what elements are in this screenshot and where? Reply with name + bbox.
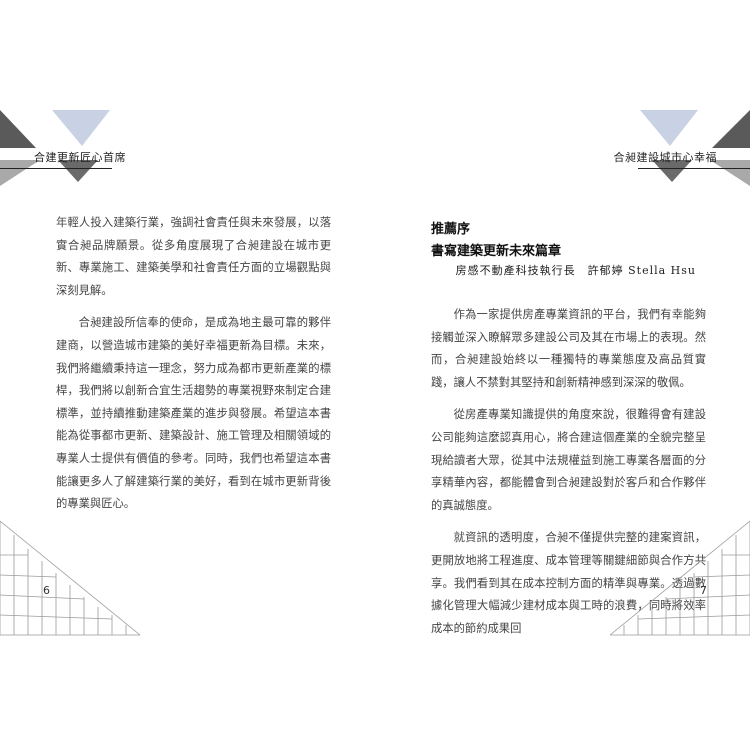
right-body-text: 作為一家提供房產專業資訊的平台，我們有幸能夠接觸並深入瞭解眾多建設公司及其在市場… <box>431 304 706 650</box>
paragraph: 年輕人投入建築行業，強調社會責任與未來發展，以落實合昶品牌願景。從多角度展現了合… <box>56 216 331 297</box>
perspective-grid-decoration <box>0 520 141 636</box>
header-rule <box>0 168 112 169</box>
chapter-label: 合建更新匠心首席 <box>34 151 126 164</box>
paragraph: 從房產專業知識提供的角度來說，很難得會有建設公司能夠這麼認真用心，將合建這個產業… <box>431 408 706 512</box>
corner-triangles-decoration <box>0 110 110 186</box>
section-label: 推薦序 <box>431 222 471 237</box>
page-number: 7 <box>700 584 707 597</box>
left-body-text: 年輕人投入建築行業，強調社會責任與未來發展，以落實合昶品牌願景。從多角度展現了合… <box>56 212 331 526</box>
paragraph: 就資訊的透明度，合昶不僅提供完整的建案資訊，更開放地將工程進度、成本管理等關鍵細… <box>431 531 706 635</box>
left-page: 合建更新匠心首席 年輕人投入建築行業，強調社會責任與未來發展，以落實合昶品牌願景… <box>0 110 331 636</box>
paragraph: 作為一家提供房產專業資訊的平台，我們有幸能夠接觸並深入瞭解眾多建設公司及其在市場… <box>431 308 706 389</box>
chapter-label: 合昶建設城市心幸福 <box>613 151 717 164</box>
header-rule <box>638 168 750 169</box>
corner-triangles-decoration <box>640 110 750 186</box>
page-number: 6 <box>43 584 50 597</box>
byline: 房感不動產科技執行長 許郁婷 Stella Hsu <box>455 264 696 277</box>
right-page: 合昶建設城市心幸福 推薦序 書寫建築更新未來篇章 房感不動產科技執行長 許郁婷 … <box>375 0 750 750</box>
perspective-grid-decoration <box>609 520 750 636</box>
section-title: 書寫建築更新未來篇章 <box>431 244 562 259</box>
paragraph: 合昶建設所信奉的使命，是成為地主最可靠的夥伴建商，以營造城市建築的美好幸福更新為… <box>56 316 331 511</box>
